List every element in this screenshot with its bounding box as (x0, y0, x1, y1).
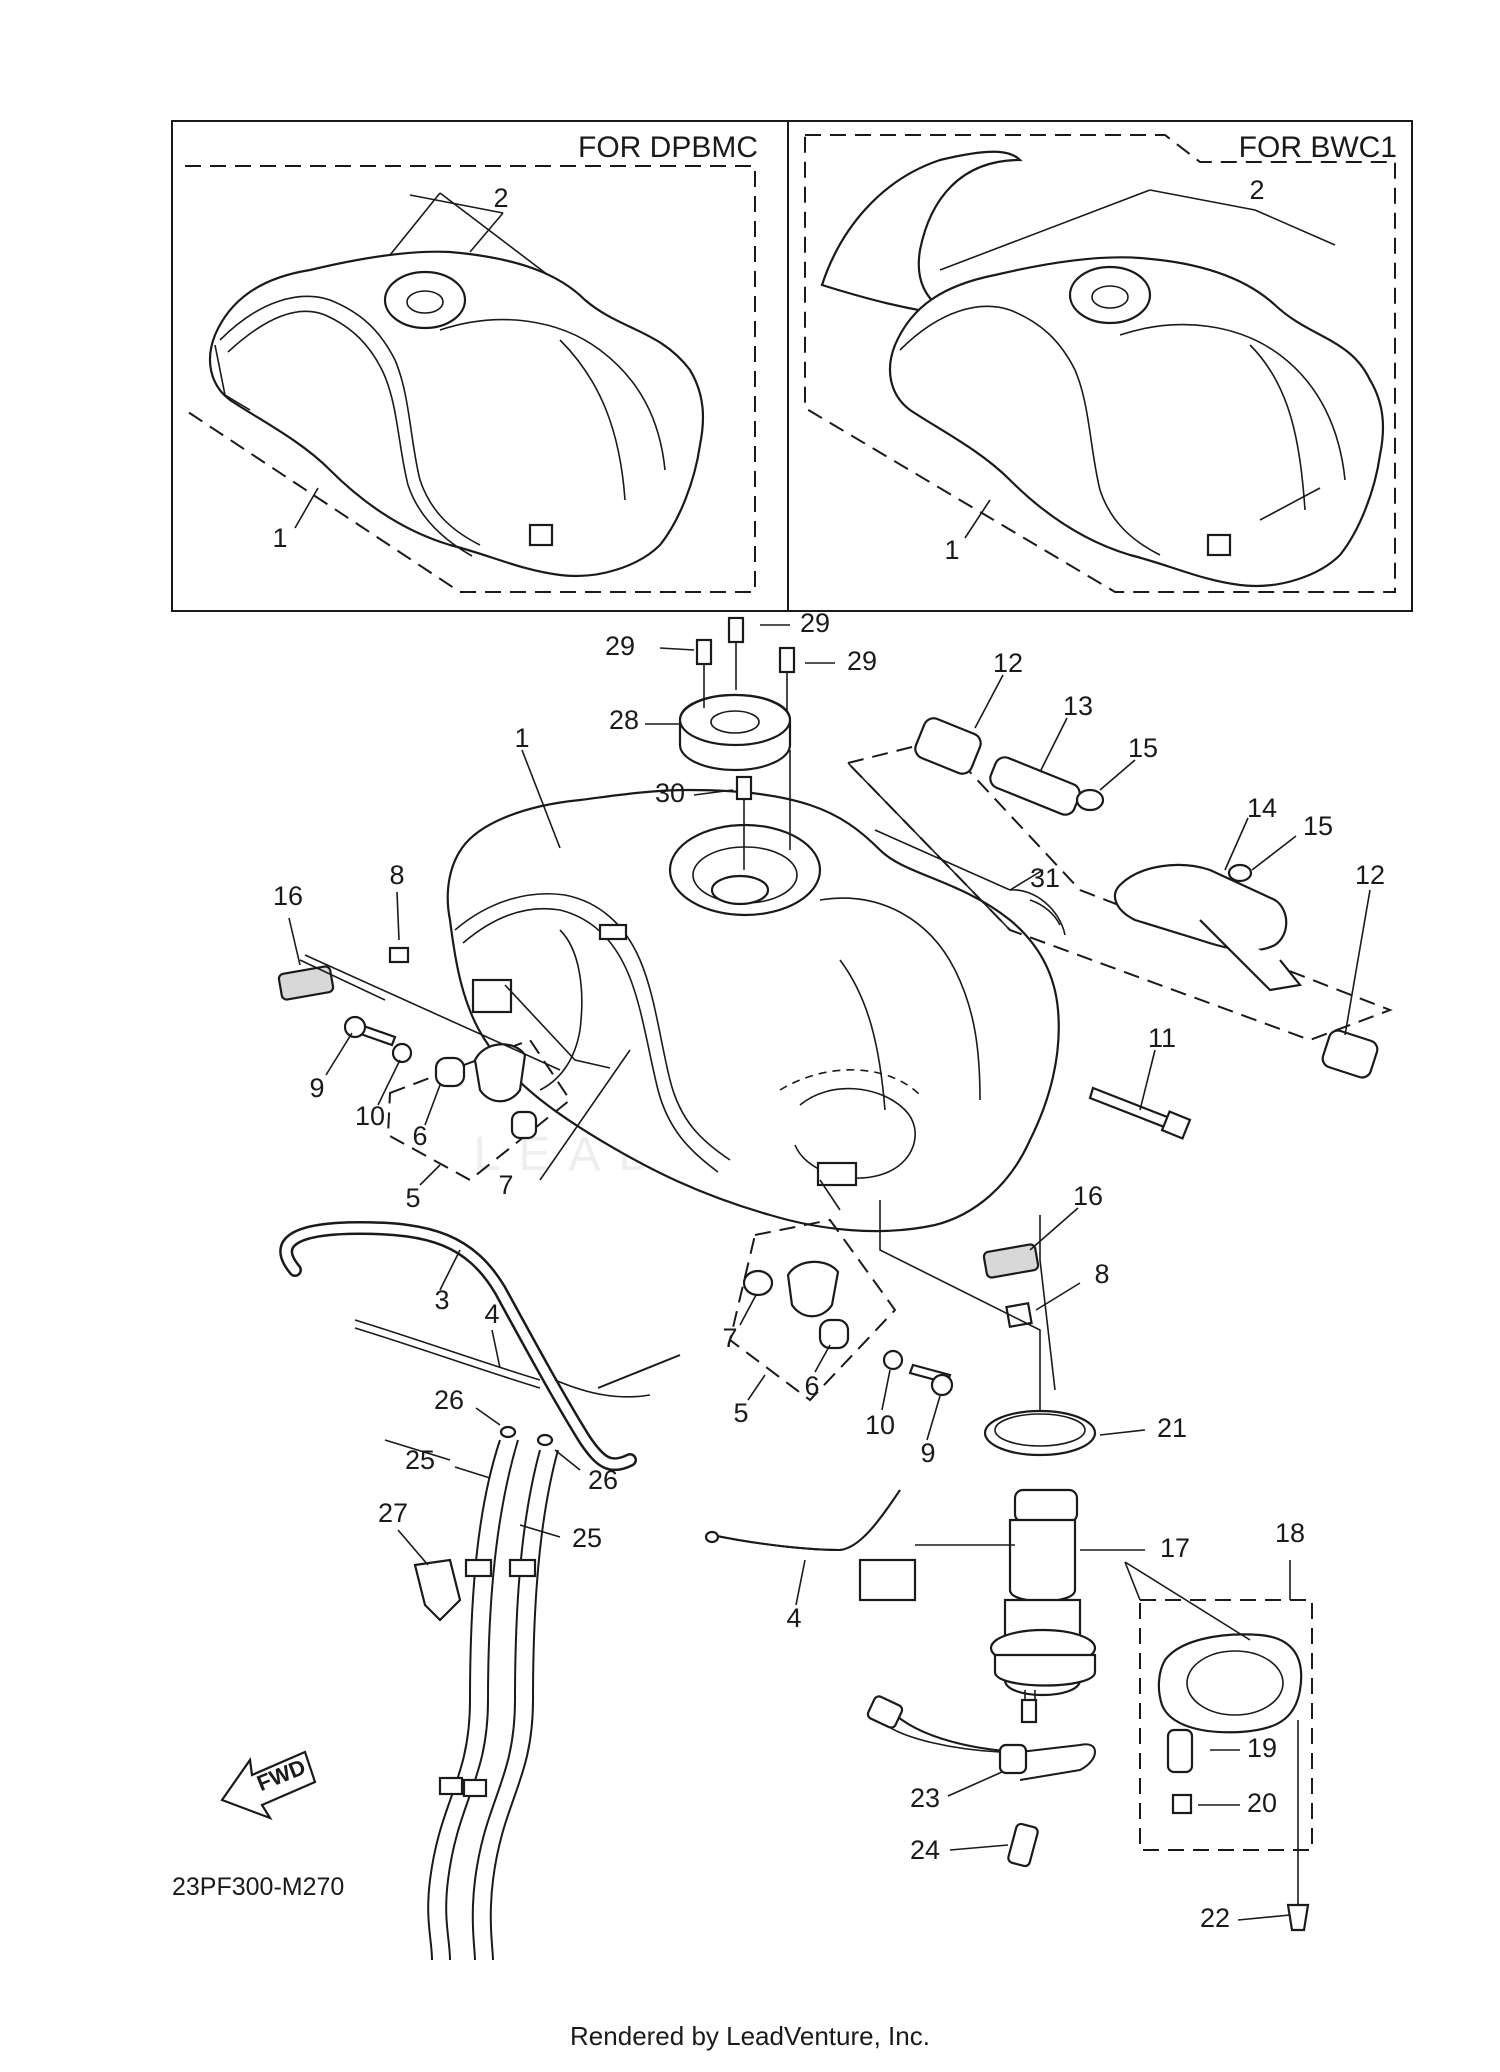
callout-21: 21 (1157, 1413, 1187, 1443)
callout-3: 3 (434, 1285, 449, 1315)
callout-14: 14 (1247, 793, 1277, 823)
callout-18: 18 (1275, 1518, 1305, 1548)
pump-plate-set (1124, 1561, 1313, 1932)
callout-5: 5 (733, 1398, 748, 1428)
callout-2: 2 (1249, 175, 1264, 205)
callout-8: 8 (389, 860, 404, 890)
fuel-pump-assembly (858, 1409, 1097, 1868)
callout-8: 8 (1094, 1259, 1109, 1289)
callout-4: 4 (484, 1299, 499, 1329)
left-mount-group (277, 946, 631, 1182)
callout-10: 10 (865, 1410, 895, 1440)
inset-box-dpbmc: FOR DPBMC 2 1 (171, 120, 789, 612)
fuel-tank-illustration (208, 250, 705, 577)
diagram-reference-code: 23PF300-M270 (172, 1873, 344, 1901)
hose-group (279, 1220, 681, 1961)
callout-15: 15 (1303, 811, 1333, 841)
callout-25: 25 (572, 1523, 602, 1553)
callout-24: 24 (910, 1835, 940, 1865)
callout-29: 29 (605, 631, 635, 661)
inset-box-title: FOR DPBMC (578, 131, 758, 164)
callout-9: 9 (309, 1073, 324, 1103)
inset-box-title: FOR BWC1 (1239, 131, 1397, 164)
callout-6: 6 (804, 1371, 819, 1401)
callout-2: 2 (493, 183, 508, 213)
inset-box-bwc1: FOR BWC1 2 1 (787, 120, 1413, 612)
callout-7: 7 (498, 1170, 513, 1200)
callout-27: 27 (378, 1498, 408, 1528)
callout-31: 31 (1030, 863, 1060, 893)
callout-22: 22 (1200, 1903, 1230, 1933)
callout-7: 7 (722, 1323, 737, 1353)
callout-1: 1 (944, 535, 959, 565)
callout-26: 26 (434, 1385, 464, 1415)
callout-11: 11 (1148, 1023, 1176, 1053)
bolt-11 (1088, 1086, 1192, 1140)
fuel-tank-illustration (888, 256, 1385, 587)
callout-1: 1 (514, 723, 529, 753)
callout-19: 19 (1247, 1733, 1277, 1763)
callout-10: 10 (355, 1101, 385, 1131)
callout-20: 20 (1247, 1788, 1277, 1818)
main-fuel-tank (446, 788, 1060, 1233)
callout-30: 30 (655, 778, 685, 808)
breather-hose (704, 1489, 901, 1552)
callout-25: 25 (405, 1445, 435, 1475)
render-credit: Rendered by LeadVenture, Inc. (570, 2021, 930, 2051)
callout-23: 23 (910, 1783, 940, 1813)
callout-28: 28 (609, 705, 639, 735)
right-mount-group (728, 1200, 1041, 1420)
callout-29: 29 (847, 646, 877, 676)
callout-6: 6 (412, 1121, 427, 1151)
fwd-arrow-icon: FWD (220, 1750, 317, 1821)
callout-1: 1 (272, 523, 287, 553)
callout-16: 16 (1073, 1181, 1103, 1211)
callout-12: 12 (993, 648, 1023, 678)
callout-9: 9 (920, 1438, 935, 1468)
callout-16: 16 (273, 881, 303, 911)
filter-assembly (846, 717, 1393, 1079)
callout-26: 26 (588, 1465, 618, 1495)
callout-12: 12 (1355, 860, 1385, 890)
callout-29: 29 (800, 608, 830, 638)
callout-15: 15 (1128, 733, 1158, 763)
callout-5: 5 (405, 1183, 420, 1213)
callout-4: 4 (786, 1603, 801, 1633)
cap-ring-assembly (678, 616, 796, 870)
callout-13: 13 (1063, 691, 1093, 721)
callout-17: 17 (1160, 1533, 1190, 1563)
